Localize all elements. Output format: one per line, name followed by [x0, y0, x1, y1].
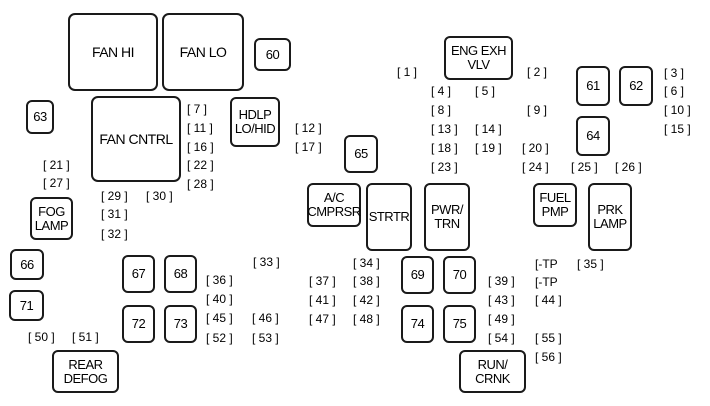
relay-strtr: STRTR — [366, 183, 412, 251]
relay-69: 69 — [401, 256, 434, 294]
relay-71: 71 — [9, 290, 44, 321]
fuse-6: [ 6 ] — [664, 84, 685, 98]
relay-prk-lamp: PRK LAMP — [588, 183, 632, 251]
relay-66: 66 — [10, 249, 44, 280]
fuse-55: [ 55 ] — [535, 331, 562, 345]
fuse-5: [ 5 ] — [475, 84, 496, 98]
fuse-47: [ 47 ] — [309, 312, 336, 326]
fuse-29: [ 29 ] — [101, 189, 128, 203]
fuse-18: [ 18 ] — [431, 141, 458, 155]
fuse-26: [ 26 ] — [615, 160, 642, 174]
fuse-25: [ 25 ] — [571, 160, 598, 174]
fuse-31: [ 31 ] — [101, 207, 128, 221]
fuse-13: [ 13 ] — [431, 122, 458, 136]
fuse-15: [ 15 ] — [664, 122, 691, 136]
relay-eng-exh-vlv: ENG EXH VLV — [444, 36, 513, 80]
fuse-19: [ 19 ] — [475, 141, 502, 155]
fuse-24: [ 24 ] — [522, 160, 549, 174]
fuse-50: [ 50 ] — [28, 330, 55, 344]
fuse-44: [ 44 ] — [535, 293, 562, 307]
fuse-1: [ 1 ] — [397, 65, 418, 79]
fuse-14: [ 14 ] — [475, 122, 502, 136]
relay-fan-hi: FAN HI — [68, 13, 158, 91]
relay-fuel-pmp: FUEL PMP — [533, 183, 577, 227]
fuse-48: [ 48 ] — [353, 312, 380, 326]
relay-fog-lamp: FOG LAMP — [30, 197, 73, 240]
relay-fan-lo: FAN LO — [162, 13, 244, 91]
fuse-11: [ 11 ] — [187, 121, 213, 135]
fuse-10: [ 10 ] — [664, 103, 691, 117]
fuse-38: [ 38 ] — [353, 274, 380, 288]
fuse-21: [ 21 ] — [43, 158, 70, 172]
fuse-27: [ 27 ] — [43, 176, 70, 190]
fuse-54: [ 54 ] — [488, 331, 515, 345]
test-point-1: [-TP — [535, 257, 558, 271]
fuse-30: [ 30 ] — [146, 189, 173, 203]
fuse-56: [ 56 ] — [535, 350, 562, 364]
relay-74: 74 — [401, 305, 434, 343]
relay-64: 64 — [576, 116, 610, 156]
fuse-33: [ 33 ] — [253, 255, 280, 269]
fuse-9: [ 9 ] — [527, 103, 548, 117]
fuse-2: [ 2 ] — [527, 65, 548, 79]
relay-75: 75 — [443, 305, 476, 343]
fuse-32: [ 32 ] — [101, 227, 128, 241]
fuse-8: [ 8 ] — [431, 103, 452, 117]
fuse-37: [ 37 ] — [309, 274, 336, 288]
fuse-51: [ 51 ] — [72, 330, 99, 344]
fuse-41: [ 41 ] — [309, 293, 336, 307]
relay-hdlp-lo-hid: HDLP LO/HID — [230, 97, 280, 147]
relay-run-crnk: RUN/ CRNK — [459, 350, 526, 393]
fuse-3: [ 3 ] — [664, 66, 685, 80]
relay-65: 65 — [344, 135, 378, 173]
fuse-34: [ 34 ] — [353, 256, 380, 270]
relay-63: 63 — [26, 100, 54, 134]
fuse-28: [ 28 ] — [187, 177, 214, 191]
fuse-49: [ 49 ] — [488, 312, 515, 326]
fuse-17: [ 17 ] — [295, 140, 322, 154]
relay-fan-cntrl: FAN CNTRL — [91, 96, 181, 182]
relay-ac-cmprsr: A/C CMPRSR — [307, 183, 361, 227]
fuse-40: [ 40 ] — [206, 292, 233, 306]
fuse-43: [ 43 ] — [488, 293, 515, 307]
fuse-22: [ 22 ] — [187, 158, 214, 172]
fuse-42: [ 42 ] — [353, 293, 380, 307]
fuse-39: [ 39 ] — [488, 274, 515, 288]
relay-70: 70 — [443, 256, 476, 294]
test-point-2: [-TP — [535, 275, 558, 289]
relay-pwr-trn: PWR/ TRN — [424, 183, 470, 251]
fuse-45: [ 45 ] — [206, 311, 233, 325]
relay-72: 72 — [122, 305, 155, 343]
relay-62: 62 — [619, 66, 653, 106]
fuse-23: [ 23 ] — [431, 160, 458, 174]
relay-68: 68 — [164, 255, 197, 293]
relay-61: 61 — [576, 66, 610, 106]
fuse-7: [ 7 ] — [187, 102, 208, 116]
relay-60: 60 — [254, 38, 291, 71]
fuse-53: [ 53 ] — [252, 331, 279, 345]
fuse-16: [ 16 ] — [187, 140, 214, 154]
fuse-35: [ 35 ] — [577, 257, 604, 271]
relay-67: 67 — [122, 255, 155, 293]
fuse-52: [ 52 ] — [206, 331, 233, 345]
relay-rear-defog: REAR DEFOG — [52, 350, 119, 393]
fuse-12: [ 12 ] — [295, 121, 322, 135]
fuse-46: [ 46 ] — [252, 311, 279, 325]
relay-73: 73 — [164, 305, 197, 343]
fuse-4: [ 4 ] — [431, 84, 452, 98]
fuse-20: [ 20 ] — [522, 141, 549, 155]
fuse-36: [ 36 ] — [206, 273, 233, 287]
